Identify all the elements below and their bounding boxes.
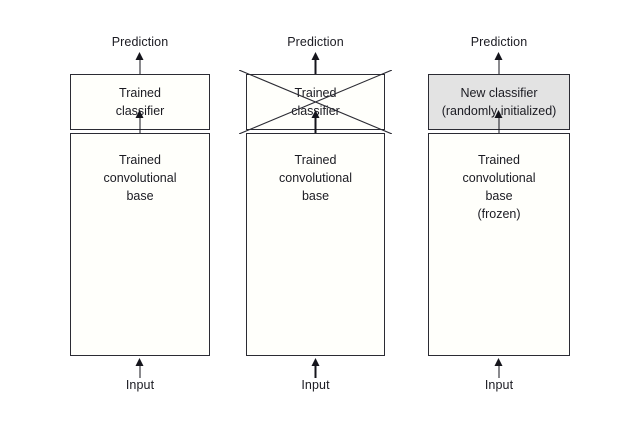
arrow-shaft xyxy=(139,115,141,133)
arrow-classifier-to-prediction xyxy=(309,52,322,74)
arrow-base-to-classifier xyxy=(309,110,322,133)
convolutional-base-label: Trained convolutional base xyxy=(279,153,352,203)
arrow-shaft xyxy=(139,57,141,74)
arrow-shaft xyxy=(498,57,500,74)
arrow-input-to-base xyxy=(309,358,322,378)
arrow-shaft xyxy=(314,363,317,378)
arrow-head-icon xyxy=(494,110,503,118)
arrow-shaft xyxy=(139,363,141,378)
arrow-shaft xyxy=(314,57,317,74)
prediction-label: Prediction xyxy=(111,35,169,49)
arrow-head-icon xyxy=(494,358,503,366)
arrow-base-to-classifier xyxy=(134,110,147,133)
arrow-classifier-to-prediction xyxy=(493,52,506,74)
arrow-shaft xyxy=(498,115,500,133)
new-classifier-label: New classifier (randomly initialized) xyxy=(441,86,557,118)
arrow-head-icon xyxy=(311,52,319,60)
input-label: Input xyxy=(125,378,155,392)
arrow-head-icon xyxy=(135,52,144,60)
convolutional-base-box: Trained convolutional base (frozen) xyxy=(428,133,570,356)
arrow-shaft xyxy=(498,363,500,378)
arrow-head-icon xyxy=(311,358,319,366)
arrow-input-to-base xyxy=(493,358,506,378)
arrow-input-to-base xyxy=(134,358,147,378)
input-label: Input xyxy=(484,378,514,392)
diagram-column-new-classifier-frozen-base: Prediction New classifier (randomly init… xyxy=(428,0,570,428)
convolutional-base-label: Trained convolutional base (frozen) xyxy=(462,153,536,221)
arrow-base-to-classifier xyxy=(493,110,506,133)
prediction-label: Prediction xyxy=(470,35,528,49)
convolutional-base-label: Trained convolutional base xyxy=(103,153,177,203)
diagram-column-pretrained-model: Prediction Trained classifier Trained co… xyxy=(70,0,210,428)
arrow-head-icon xyxy=(311,110,319,118)
convolutional-base-box: Trained convolutional base xyxy=(246,133,385,356)
diagram-column-discard-classifier: Prediction Trained classifier Trained co… xyxy=(239,0,392,428)
arrow-head-icon xyxy=(494,52,503,60)
convolutional-base-box: Trained convolutional base xyxy=(70,133,210,356)
arrow-head-icon xyxy=(135,358,144,366)
arrow-head-icon xyxy=(135,110,144,118)
prediction-label: Prediction xyxy=(287,35,344,49)
input-label: Input xyxy=(301,378,330,392)
arrow-classifier-to-prediction xyxy=(134,52,147,74)
arrow-shaft xyxy=(314,115,317,133)
